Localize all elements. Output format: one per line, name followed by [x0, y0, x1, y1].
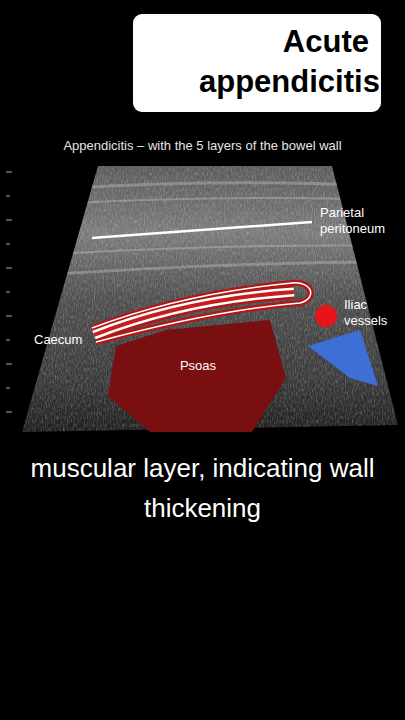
iliac-artery [315, 305, 337, 327]
psoas-shape [106, 318, 290, 434]
psoas-muscle: Psoas [106, 318, 290, 434]
speckle [0, 160, 405, 440]
anatomy-label: Caecum [34, 332, 114, 348]
psoas-label: Psoas [106, 358, 290, 373]
badge-text: Acute appendicitis [199, 22, 369, 102]
peritoneum-line [92, 222, 312, 238]
scale-ticks [6, 172, 12, 412]
iliac-vein [308, 330, 378, 386]
title-badge: Acute appendicitis [133, 14, 381, 112]
caption-text: muscular layer, indicating wall thickeni… [25, 448, 380, 528]
psoas-outline [108, 320, 286, 432]
image-heading: Appendicitis – with the 5 layers of the … [0, 138, 405, 153]
anatomy-label: Parietal peritoneum [320, 205, 398, 237]
anatomy-label: Iliac vessels [344, 297, 400, 329]
